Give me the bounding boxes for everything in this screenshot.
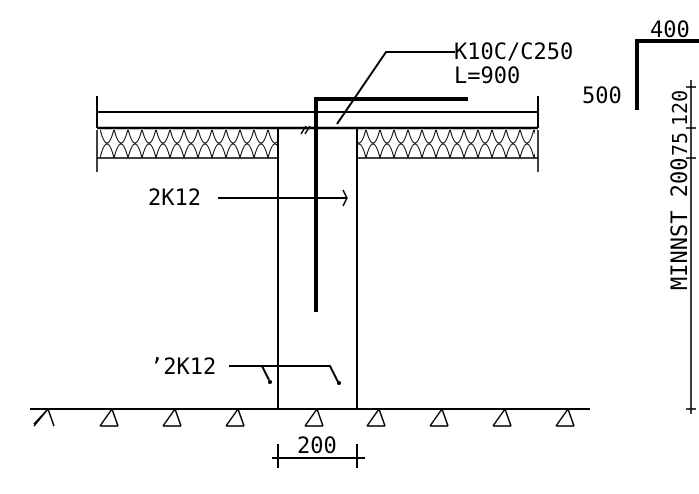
column-width-label: 200 <box>297 434 337 459</box>
dim-120-label: 120 <box>668 90 692 126</box>
starter-bar <box>300 97 468 312</box>
hook-length-label: 400 <box>650 18 690 43</box>
dim-75-label: 75 <box>668 132 692 156</box>
hook-detail: 400 500 <box>582 18 699 110</box>
top-rebar-callout: 2K12 <box>148 186 348 211</box>
column-wall <box>277 128 358 409</box>
rebar-length-text: L=900 <box>454 64 520 89</box>
bottom-rebar-label: ʼ2K12 <box>150 355 216 380</box>
rebar-callout: K10C/C250 L=900 <box>336 40 573 125</box>
top-rebar-label: 2K12 <box>148 186 201 211</box>
dim-minnst-200-label: MINNST 200 <box>668 158 693 290</box>
column-width-dimension: 200 <box>272 434 365 468</box>
insulation-layer <box>96 130 539 172</box>
vertical-dimension-chain: 120 75 MINNST 200 <box>668 80 696 414</box>
rebar-callout-text: K10C/C250 <box>454 40 573 65</box>
bottom-rebar-callout: ʼ2K12 <box>150 355 341 385</box>
hook-height-label: 500 <box>582 84 622 109</box>
ground-line <box>30 408 590 427</box>
